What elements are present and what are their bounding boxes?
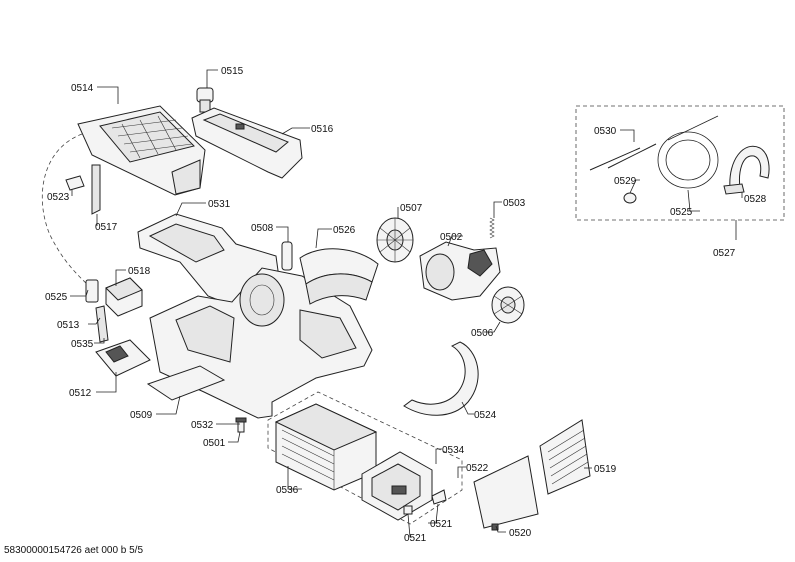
label-0502: 0502 xyxy=(440,232,463,243)
part-0516-tray xyxy=(191,107,303,179)
label-0506: 0506 xyxy=(471,328,494,339)
label-0513: 0513 xyxy=(57,320,80,331)
label-0521-right: 0521 xyxy=(430,519,453,530)
part-0525-coiled-hose xyxy=(657,115,719,189)
label-0524: 0524 xyxy=(474,410,497,421)
part-0502-motor xyxy=(419,241,501,301)
label-0503: 0503 xyxy=(503,198,526,209)
part-0503-spring xyxy=(489,217,495,239)
part-0507-fan-wheel xyxy=(376,217,414,263)
part-0536-heat-exchanger xyxy=(274,403,378,491)
label-0523: 0523 xyxy=(47,192,70,203)
label-0519: 0519 xyxy=(594,464,617,475)
part-0515-cap xyxy=(196,87,214,113)
group-box-heat-exchanger xyxy=(267,391,463,525)
part-0508-sensor xyxy=(281,241,293,271)
part-0518-pump xyxy=(105,277,143,317)
label-0520: 0520 xyxy=(509,528,532,539)
label-0501: 0501 xyxy=(203,438,226,449)
label-0514: 0514 xyxy=(71,83,94,94)
part-0509-plate xyxy=(146,365,226,401)
part-0517-hose xyxy=(91,164,101,215)
label-0530: 0530 xyxy=(594,126,617,137)
label-0521-left: 0521 xyxy=(404,533,427,544)
leader-lines xyxy=(70,69,743,538)
part-0512-bracket xyxy=(95,339,151,377)
part-0535-hose-piece xyxy=(95,305,109,343)
part-0506-fan-wheel xyxy=(491,286,525,324)
part-0521-screw xyxy=(403,505,413,515)
part-0519-grille xyxy=(539,419,591,495)
label-0536: 0536 xyxy=(276,485,299,496)
label-0535: 0535 xyxy=(71,339,94,350)
part-0525-drain-hose xyxy=(41,133,89,286)
label-0507: 0507 xyxy=(400,203,423,214)
label-0531: 0531 xyxy=(208,199,231,210)
label-0515: 0515 xyxy=(221,66,244,77)
label-0509: 0509 xyxy=(130,410,153,421)
label-0512: 0512 xyxy=(69,388,92,399)
label-0516: 0516 xyxy=(311,124,334,135)
label-0532: 0532 xyxy=(191,420,214,431)
label-0525-upper: 0525 xyxy=(670,207,693,218)
part-0523-clip xyxy=(65,175,85,191)
label-0517: 0517 xyxy=(95,222,118,233)
document-code: 58300000154726 aet 000 b 5/5 xyxy=(4,545,143,556)
label-0525-lower: 0525 xyxy=(45,292,68,303)
part-0501-screw xyxy=(235,417,247,433)
part-0526-motor-cover xyxy=(299,248,379,305)
part-0529-grommet xyxy=(623,192,637,204)
label-0527: 0527 xyxy=(713,248,736,259)
label-0522: 0522 xyxy=(466,463,489,474)
label-0529: 0529 xyxy=(614,176,637,187)
label-0528: 0528 xyxy=(744,194,767,205)
label-0518: 0518 xyxy=(128,266,151,277)
part-0520-cover-plate xyxy=(473,455,539,531)
part-0528-hose-bracket xyxy=(723,145,770,195)
label-0526: 0526 xyxy=(333,225,356,236)
part-0524-curved-seal xyxy=(403,341,479,416)
group-box-0527 xyxy=(575,105,785,221)
part-0534-door-frame xyxy=(361,451,433,521)
part-0513-connector xyxy=(85,279,99,303)
part-0530-cable-ties xyxy=(589,143,657,171)
part-0514-water-container xyxy=(77,105,206,196)
label-0508: 0508 xyxy=(251,223,274,234)
label-0534: 0534 xyxy=(442,445,465,456)
part-0521-latch xyxy=(431,489,447,505)
